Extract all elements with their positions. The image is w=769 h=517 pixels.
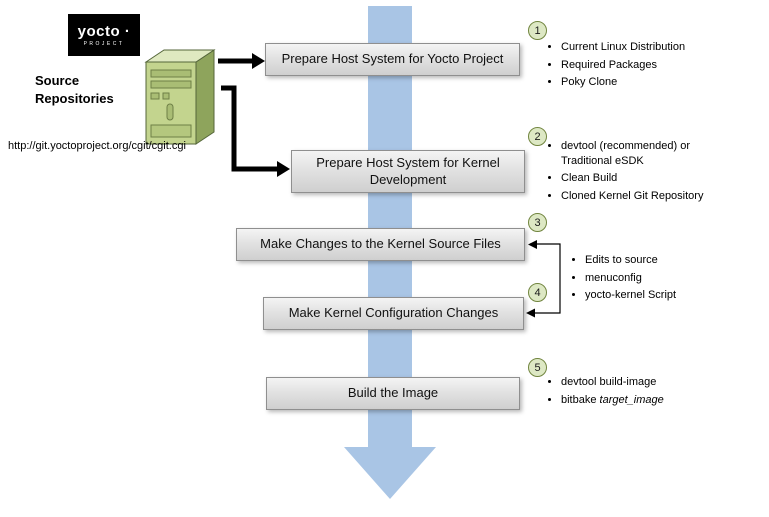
step-box-prepare-host-kernel: Prepare Host System for Kernel Developme… [291, 150, 525, 193]
bullet-item: devtool build-image [561, 375, 761, 390]
bullet-item: yocto-kernel Script [585, 288, 765, 303]
bullet-item: Current Linux Distribution [561, 40, 769, 55]
steps3-4-shared-bullet-list: Edits to source menuconfig yocto-kernel … [571, 253, 765, 306]
step-box-label: Make Changes to the Kernel Source Files [260, 236, 501, 252]
step-box-label: Prepare Host System for Yocto Project [281, 51, 504, 67]
step-number-3: 3 [528, 213, 547, 232]
bullet-item-variable: target_image [599, 393, 664, 406]
bullet-item: Edits to source [585, 253, 765, 268]
yocto-logo: yocto · PROJECT [68, 14, 140, 56]
bullet-item: menuconfig [585, 271, 765, 286]
step-box-make-config-changes: Make Kernel Configuration Changes [263, 297, 524, 330]
arrow-server-to-step2 [221, 85, 290, 177]
step-box-label: Make Kernel Configuration Changes [288, 305, 499, 321]
yocto-logo-subtext: PROJECT [83, 40, 125, 47]
source-repositories-url: http://git.yoctoproject.org/cgit/cgit.cg… [8, 140, 186, 152]
step-box-label: Prepare Host System for Kernel Developme… [316, 155, 500, 187]
step-box-prepare-host-yocto: Prepare Host System for Yocto Project [265, 43, 520, 76]
step-box-make-source-changes: Make Changes to the Kernel Source Files [236, 228, 525, 261]
step-box-label: Build the Image [347, 385, 439, 401]
step5-bullet-list: devtool build-image bitbake target_image [547, 375, 761, 410]
step1-bullet-list: Current Linux Distribution Required Pack… [547, 40, 769, 93]
bullet-item: Poky Clone [561, 75, 769, 90]
bullet-item: devtool (recommended) or Traditional eSD… [561, 139, 769, 168]
source-repositories-label: Source Repositories [35, 73, 114, 107]
server-icon [144, 49, 216, 145]
bullet-item: Cloned Kernel Git Repository [561, 189, 769, 204]
arrow-server-to-step1 [218, 53, 265, 69]
bullet-item: bitbake target_image [561, 393, 761, 408]
yocto-logo-wordmark: yocto · [77, 22, 131, 40]
step-number-1: 1 [528, 21, 547, 40]
step-box-build-image: Build the Image [266, 377, 520, 410]
step-number-5: 5 [528, 358, 547, 377]
bracket-steps3-4 [526, 240, 561, 318]
bullet-item: Required Packages [561, 58, 769, 73]
bullet-item-prefix: bitbake [561, 393, 600, 406]
step2-bullet-list: devtool (recommended) or Traditional eSD… [547, 139, 769, 206]
step-number-2: 2 [528, 127, 547, 146]
bullet-item: Clean Build [561, 171, 769, 186]
step-number-4: 4 [528, 283, 547, 302]
